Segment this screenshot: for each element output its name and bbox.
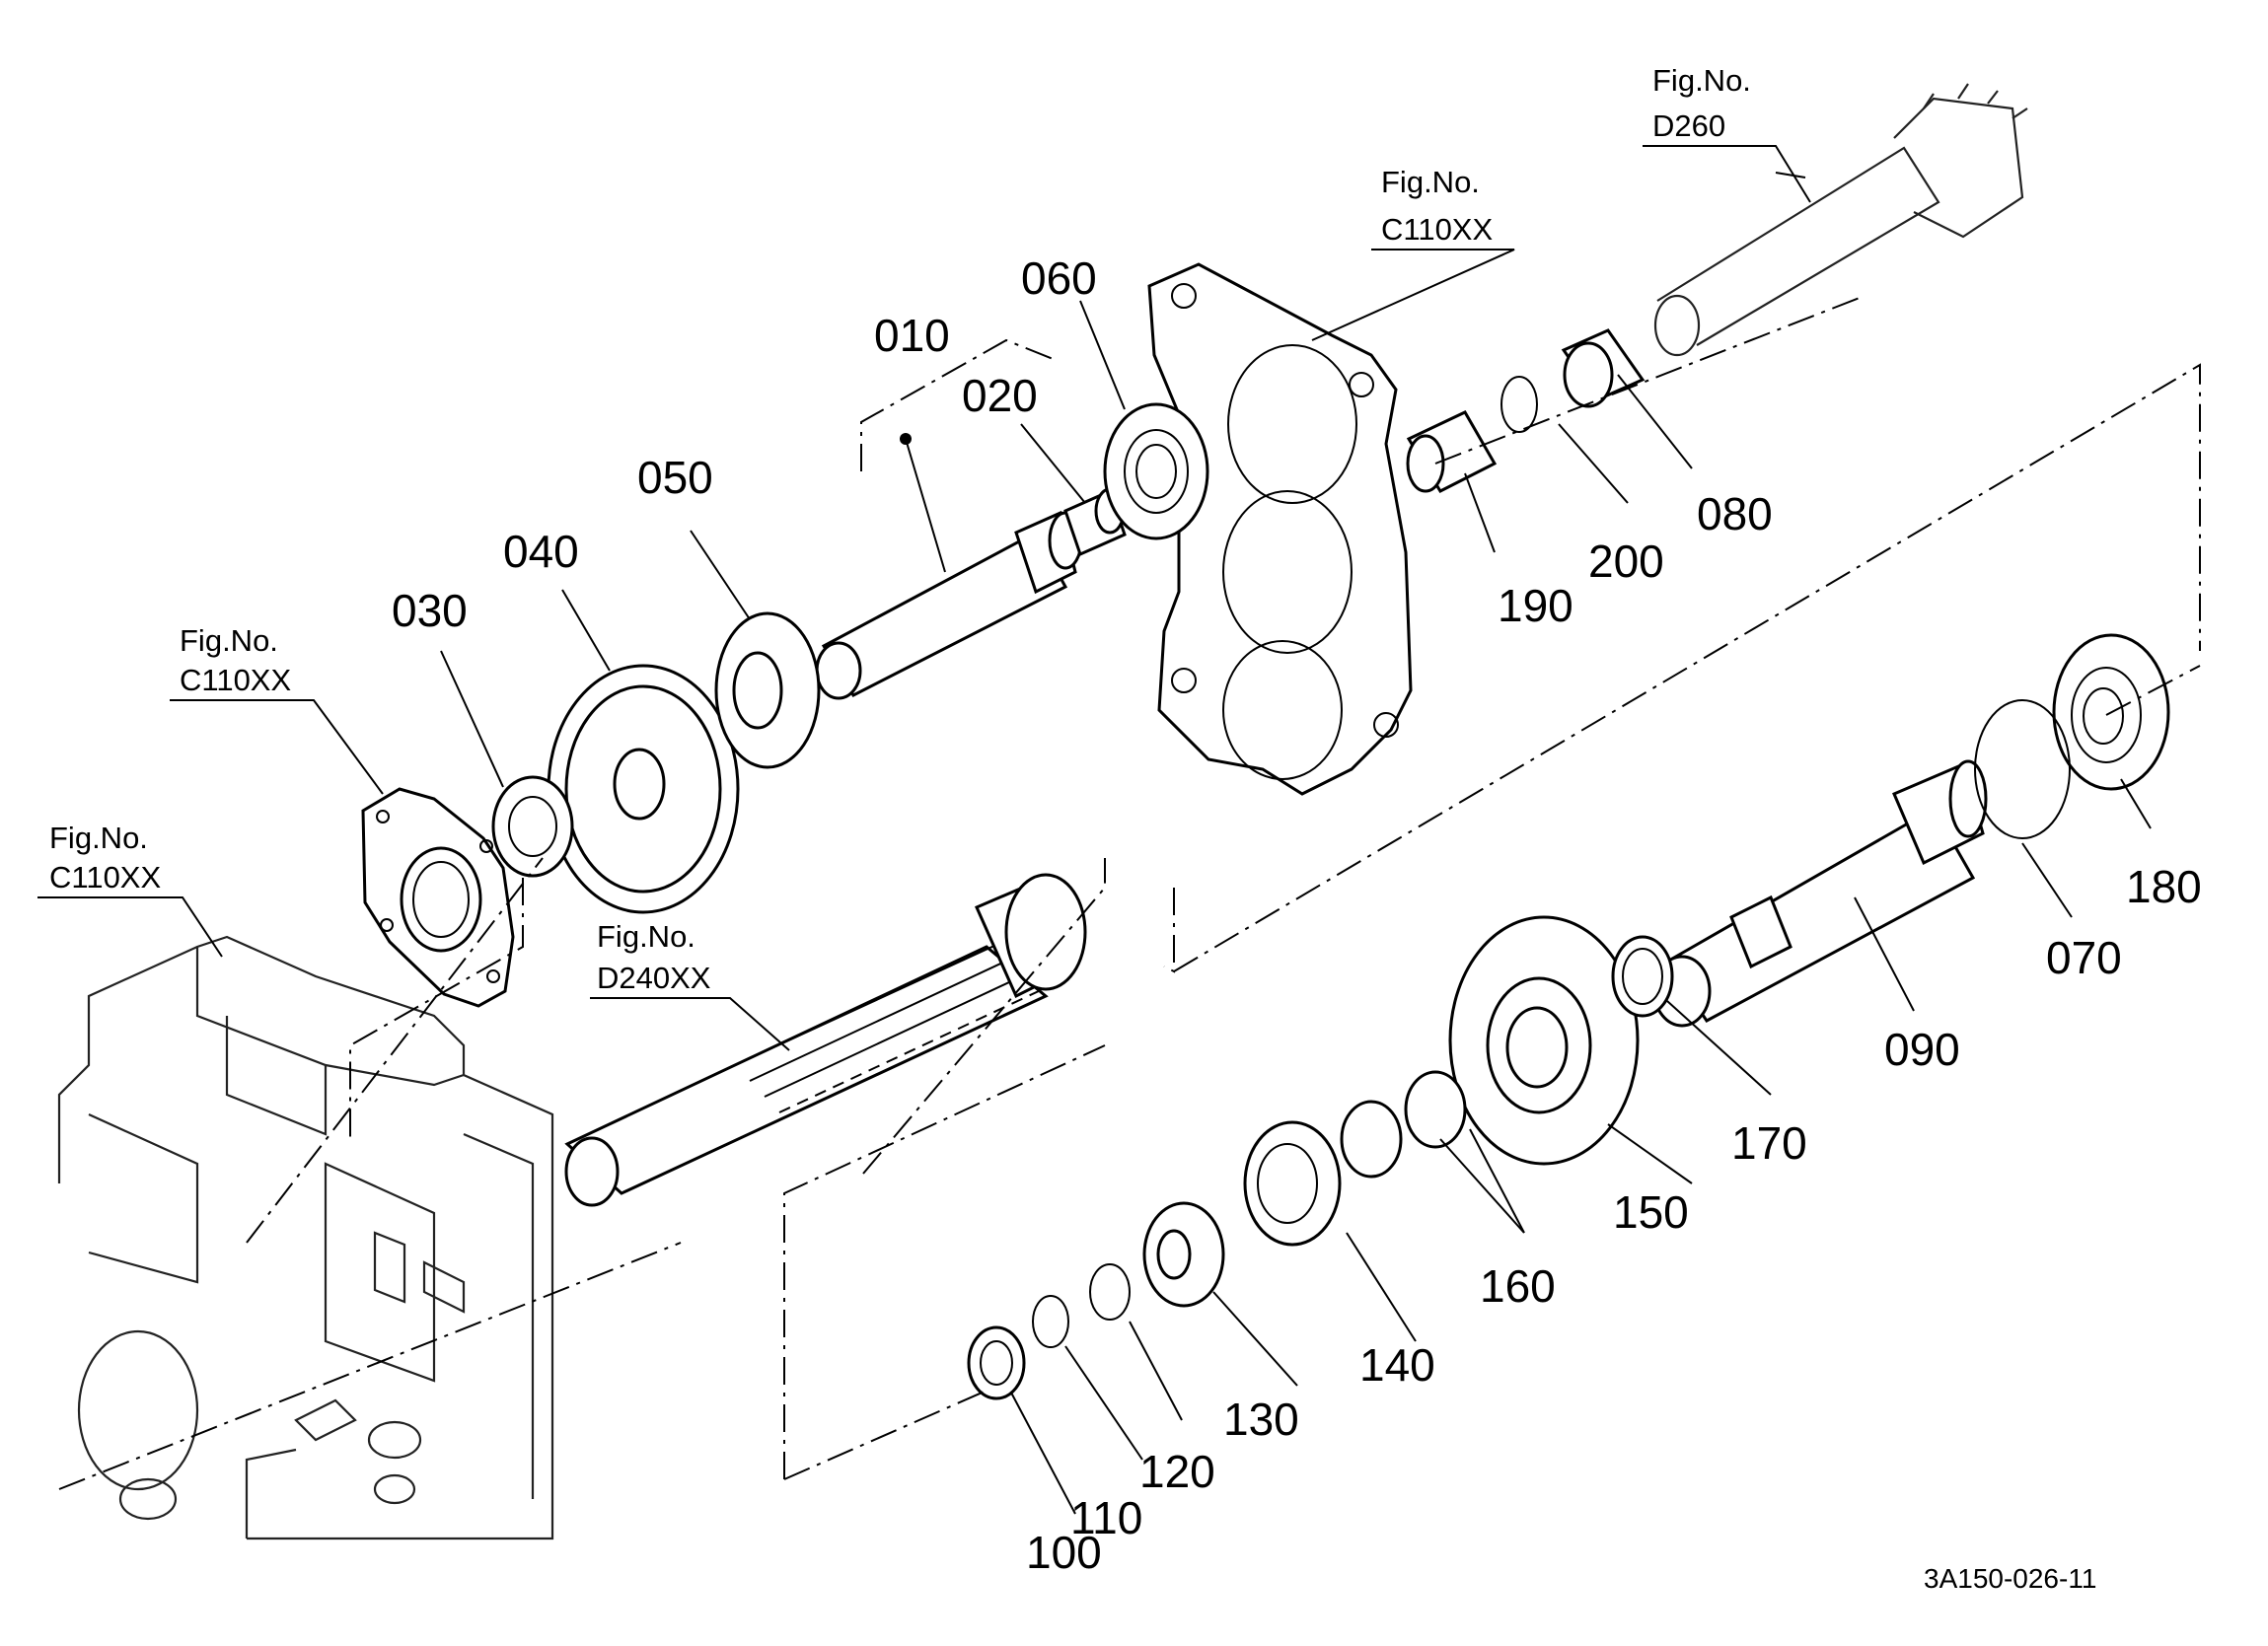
needle-bearings-160 xyxy=(1340,1070,1467,1179)
assembly-centerlines xyxy=(58,295,2201,1490)
fig-ref-line2: C110XX xyxy=(180,663,291,697)
fig-ref-line1: Fig.No. xyxy=(1652,63,1751,98)
mid-housing xyxy=(1147,262,1413,796)
needle-bearing-080 xyxy=(1561,328,1646,408)
label-050: 050 xyxy=(637,452,713,503)
fig-ref-line2: C110XX xyxy=(49,860,161,895)
fig-ref-line2: D240XX xyxy=(597,961,711,995)
label-190: 190 xyxy=(1498,580,1573,631)
label-070: 070 xyxy=(2046,932,2122,983)
label-150: 150 xyxy=(1613,1186,1689,1238)
label-100: 100 xyxy=(1026,1527,1102,1578)
fig-ref-mid-housing: Fig.No. C110XX xyxy=(1381,165,1493,247)
shaft-010 xyxy=(815,510,1083,700)
fig-ref-bearing-plate: Fig.No. C110XX xyxy=(180,623,291,697)
collar-190 xyxy=(1406,410,1498,493)
gear-130 xyxy=(1142,1201,1225,1308)
fig-ref-line1: Fig.No. xyxy=(49,821,148,855)
part-labels: 010 020 030 040 050 060 070 080 090 100 … xyxy=(392,252,2202,1578)
gear-150 xyxy=(1448,915,1640,1166)
fig-ref-line1: Fig.No. xyxy=(1381,165,1480,199)
fig-ref-input-shaft: Fig.No. D240XX xyxy=(597,919,711,995)
gear-040 xyxy=(547,664,740,914)
fig-ref-line1: Fig.No. xyxy=(180,623,278,658)
fig-ref-line2: D260 xyxy=(1652,108,1725,143)
fig-ref-leaders xyxy=(37,145,1811,1051)
snap-ring-200 xyxy=(1500,376,1538,433)
label-020: 020 xyxy=(962,370,1038,421)
label-040: 040 xyxy=(503,526,579,577)
fig-ref-line2: C110XX xyxy=(1381,212,1493,247)
leader-lines xyxy=(440,172,2152,1515)
label-180: 180 xyxy=(2126,861,2202,912)
label-010: 010 xyxy=(874,310,950,361)
label-140: 140 xyxy=(1359,1339,1435,1391)
bearing-plate xyxy=(361,787,515,1008)
label-170: 170 xyxy=(1731,1117,1807,1169)
transmission-housing xyxy=(57,935,554,1540)
label-130: 130 xyxy=(1223,1394,1299,1445)
drawing-code: 3A150-026-11 xyxy=(1924,1563,2096,1594)
label-160: 160 xyxy=(1480,1260,1556,1312)
gear-050 xyxy=(714,611,821,769)
fig-ref-pinion-shaft: Fig.No. D260 xyxy=(1652,63,1751,143)
thrust-washer-170 xyxy=(1611,935,1674,1018)
needle-bearing-100 xyxy=(967,1325,1026,1400)
snap-ring-110 xyxy=(1032,1295,1069,1348)
bearing-030 xyxy=(491,775,574,878)
label-110: 110 xyxy=(1070,1492,1142,1543)
label-060: 060 xyxy=(1021,252,1097,304)
bearing-060 xyxy=(1103,402,1209,540)
thrust-washer-120 xyxy=(1089,1263,1131,1321)
pinion-shaft xyxy=(1653,83,2028,357)
output-shaft xyxy=(1652,759,1988,1028)
label-030: 030 xyxy=(392,585,468,636)
label-200: 200 xyxy=(1588,536,1664,587)
fig-ref-line1: Fig.No. xyxy=(597,919,695,954)
snap-ring-070 xyxy=(1974,699,2071,839)
label-120: 120 xyxy=(1139,1446,1215,1497)
label-080: 080 xyxy=(1697,488,1773,539)
input-shaft xyxy=(564,873,1087,1207)
label-090: 090 xyxy=(1884,1024,1960,1075)
fig-ref-left-housing: Fig.No. C110XX xyxy=(49,821,161,895)
collar-140 xyxy=(1243,1120,1342,1247)
